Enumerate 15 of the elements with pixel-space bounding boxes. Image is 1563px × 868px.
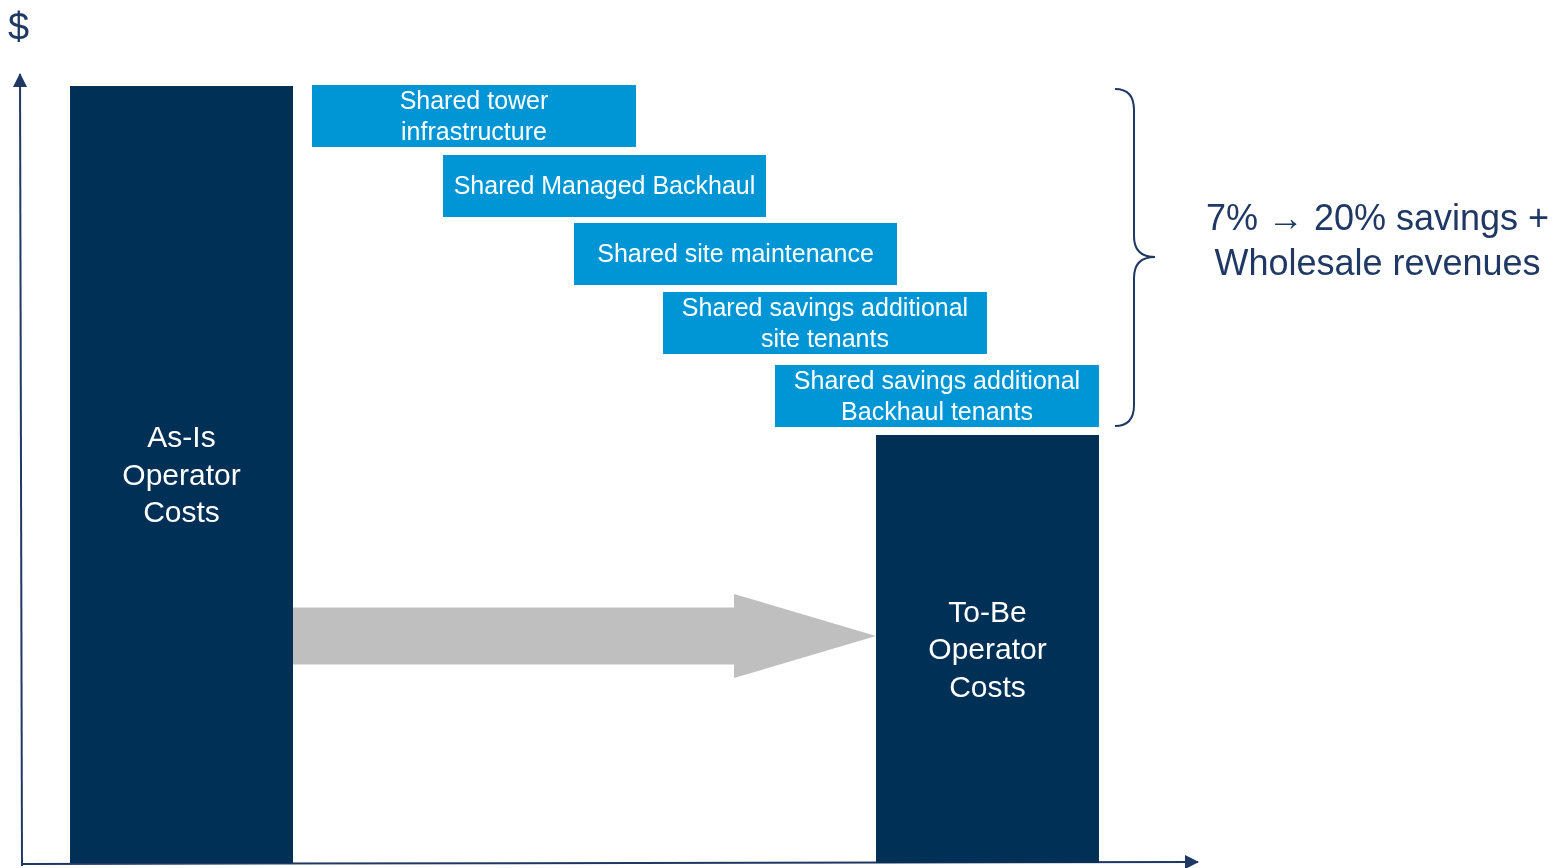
savings-note: 7% → 20% savings + Wholesale revenues (1204, 196, 1551, 285)
axis-label: $ (8, 5, 31, 50)
bar-label: To-Be Operator Costs (927, 593, 1048, 705)
bar-label: As-Is Operator Costs (121, 419, 242, 531)
cost-bar (876, 435, 1099, 863)
cost-bar (70, 86, 293, 863)
bar-label: Shared savings additional Backhaul tenants (792, 364, 1082, 427)
savings-step-box (443, 155, 766, 217)
savings-step-box (574, 223, 897, 285)
bar-label: Shared tower infrastructure (398, 84, 550, 147)
savings-step-box (312, 85, 636, 147)
bar-label: Shared savings additional site tenants (680, 291, 970, 354)
bar-label: Shared site maintenance (597, 238, 874, 270)
bar-label: Shared Managed Backhaul (453, 170, 756, 202)
arrow (293, 594, 876, 678)
